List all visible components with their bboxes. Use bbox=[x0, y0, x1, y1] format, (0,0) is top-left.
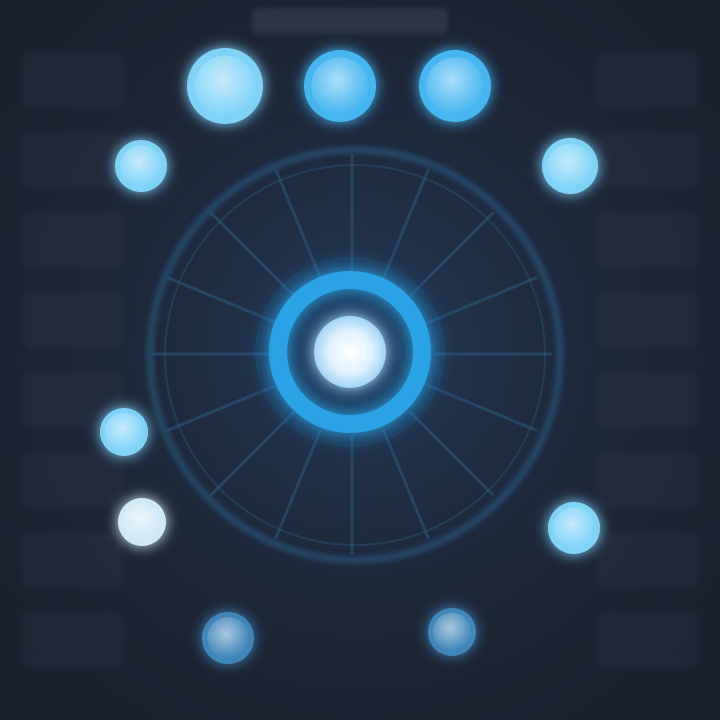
left-panel-1 bbox=[22, 52, 124, 108]
right-panel-column bbox=[596, 52, 698, 668]
node-top-left-highlight bbox=[194, 55, 256, 117]
node-upper-left-highlight bbox=[120, 145, 162, 187]
node-bottom-right[interactable] bbox=[428, 608, 476, 656]
left-panel-4 bbox=[22, 292, 124, 348]
node-top-right-highlight bbox=[426, 57, 484, 115]
node-middle-left[interactable] bbox=[100, 408, 148, 456]
node-top-right[interactable] bbox=[419, 50, 491, 122]
left-panel-6 bbox=[22, 452, 124, 508]
left-panel-8 bbox=[22, 612, 124, 668]
spoke-15 bbox=[408, 211, 495, 298]
left-panel-3 bbox=[22, 212, 124, 268]
hub-ring bbox=[269, 271, 431, 433]
right-panel-1 bbox=[596, 52, 698, 108]
title-bar bbox=[252, 8, 448, 34]
node-middle-left-highlight bbox=[104, 412, 144, 452]
left-panel-column bbox=[22, 52, 124, 668]
spoke-7 bbox=[209, 410, 296, 497]
right-panel-3 bbox=[596, 212, 698, 268]
node-lower-left-highlight bbox=[122, 502, 162, 542]
node-upper-right-highlight bbox=[547, 143, 593, 189]
spoke-2 bbox=[427, 384, 538, 432]
node-lower-left[interactable] bbox=[118, 498, 166, 546]
spoke-12 bbox=[274, 168, 322, 279]
right-panel-2 bbox=[596, 132, 698, 188]
right-panel-7 bbox=[596, 532, 698, 588]
spoke-4 bbox=[382, 429, 430, 540]
node-group bbox=[100, 48, 600, 664]
node-top-center-highlight bbox=[311, 57, 369, 115]
spoke-group bbox=[150, 154, 578, 554]
left-panel-2 bbox=[22, 132, 124, 188]
right-panel-5 bbox=[596, 372, 698, 428]
right-panel-6 bbox=[596, 452, 698, 508]
hub[interactable] bbox=[255, 257, 445, 447]
left-panel-5 bbox=[22, 372, 124, 428]
node-bottom-right-highlight bbox=[432, 612, 472, 652]
right-panel-4 bbox=[596, 292, 698, 348]
node-bottom-left[interactable] bbox=[202, 612, 254, 664]
spoke-10 bbox=[166, 276, 277, 324]
spoke-3 bbox=[408, 410, 495, 497]
node-top-left[interactable] bbox=[187, 48, 263, 124]
node-upper-right[interactable] bbox=[542, 138, 598, 194]
spoke-14 bbox=[382, 168, 430, 279]
node-lower-right[interactable] bbox=[548, 502, 600, 554]
spoke-16 bbox=[427, 276, 538, 324]
node-upper-left[interactable] bbox=[115, 140, 167, 192]
right-panel-8 bbox=[596, 612, 698, 668]
spoke-11 bbox=[209, 211, 296, 298]
node-top-center[interactable] bbox=[304, 50, 376, 122]
node-bottom-left-highlight bbox=[207, 617, 249, 659]
node-lower-right-highlight bbox=[553, 507, 595, 549]
spoke-8 bbox=[166, 384, 277, 432]
spoke-6 bbox=[274, 429, 322, 540]
left-panel-7 bbox=[22, 532, 124, 588]
hub-core bbox=[314, 316, 386, 388]
